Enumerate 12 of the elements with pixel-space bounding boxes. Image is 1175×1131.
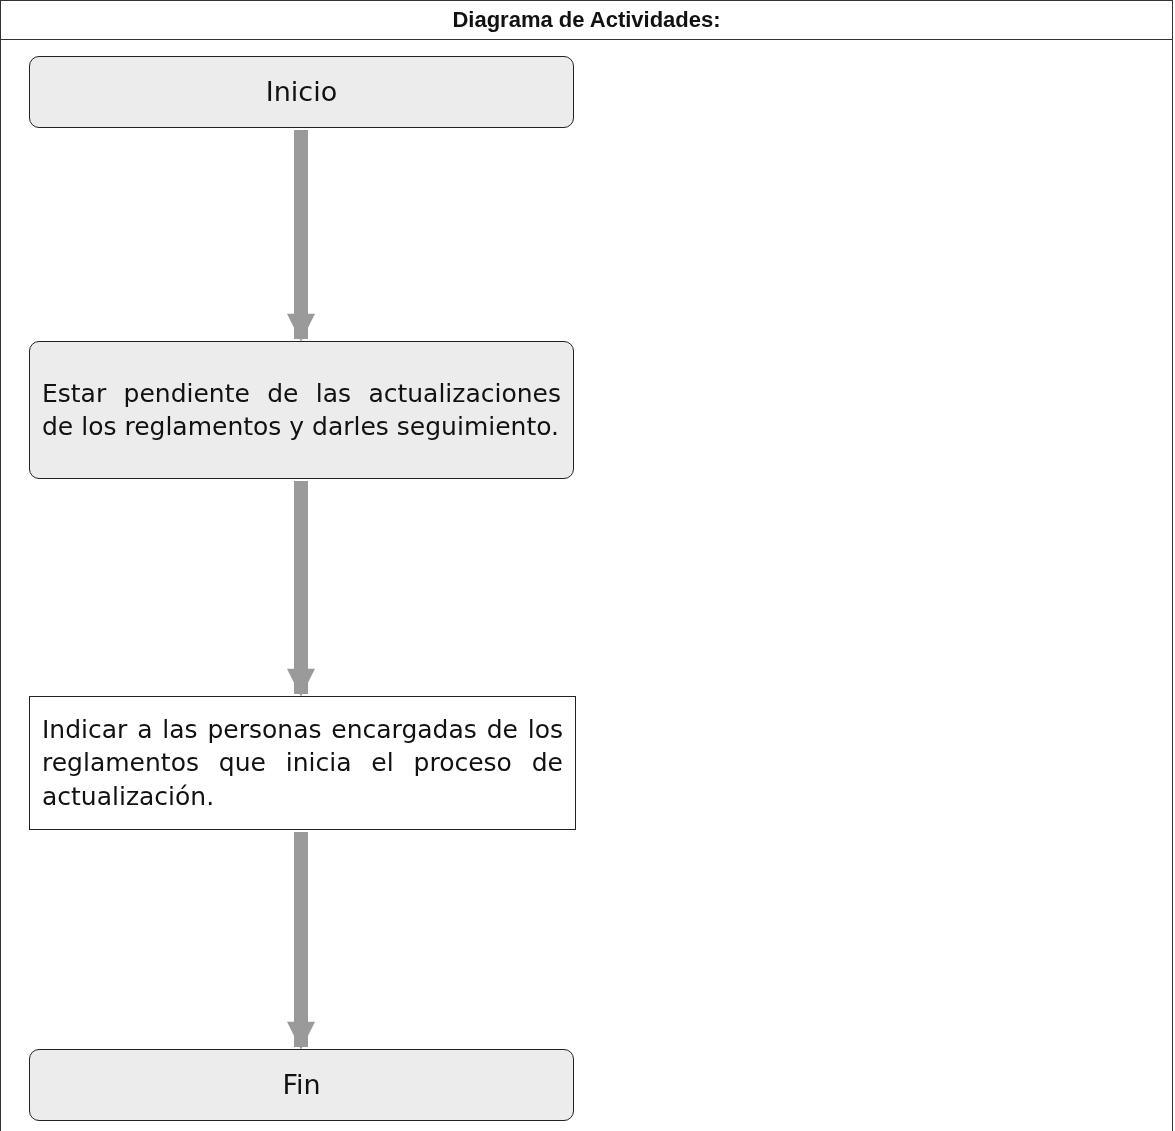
arrow [287, 130, 315, 342]
activity-box [29, 56, 574, 128]
node-text: Fin [282, 1067, 321, 1102]
activity-box [29, 341, 574, 479]
arrow [287, 481, 315, 697]
node-text: Indicar a las personas encargadas de los reglamentos que inicia el proceso de actualización. [42, 713, 563, 813]
activity-box [29, 1049, 574, 1121]
node-text: Estar pendiente de las actualizaciones de los reglamentos y darles seguimiento. [42, 377, 561, 443]
process-box [29, 696, 576, 830]
node-text: Inicio [265, 74, 338, 109]
arrow [287, 832, 315, 1050]
diagram-title: Diagrama de Actividades: [452, 7, 721, 33]
